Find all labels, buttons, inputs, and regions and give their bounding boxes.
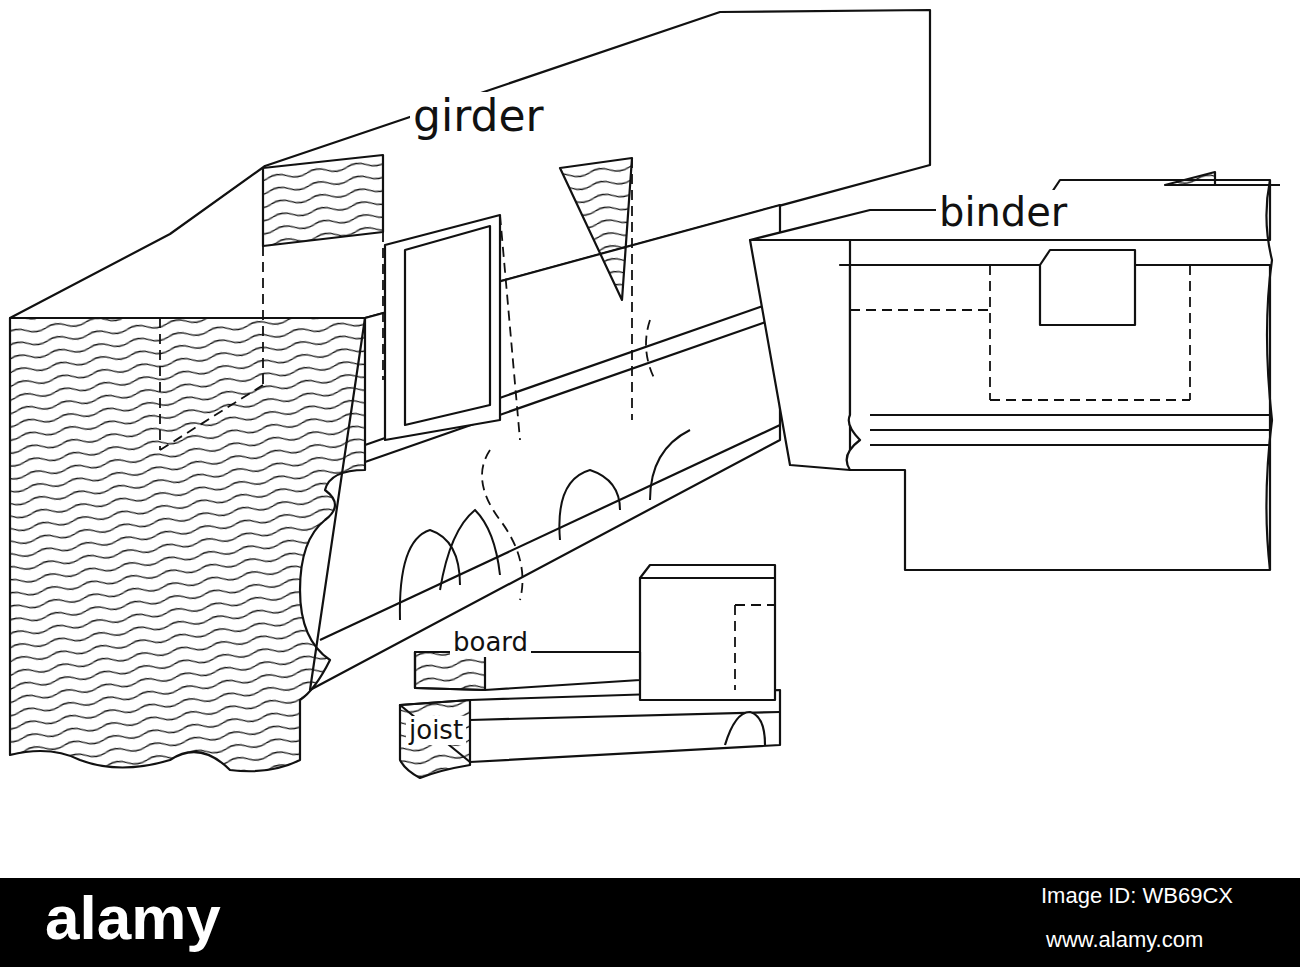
part-name: joist [406, 716, 466, 745]
board-body [415, 652, 640, 690]
joist-block [640, 578, 775, 700]
watermark-url: www.alamy.com [1043, 928, 1206, 952]
binder-tenon [1040, 250, 1135, 325]
watermark-id: Image ID: WB69CX [1038, 884, 1236, 908]
binder-shoulder [750, 240, 850, 470]
girder-end-grain [10, 318, 365, 771]
joist-end-grain [400, 700, 470, 778]
watermark-band [0, 878, 1300, 967]
watermark-logo: alamy [42, 884, 224, 952]
board-end-grain [415, 652, 485, 690]
binder-top-face [750, 180, 1270, 240]
part-name: girder [410, 92, 547, 140]
part-name: binder [936, 190, 1070, 234]
part-name: board [450, 628, 531, 657]
